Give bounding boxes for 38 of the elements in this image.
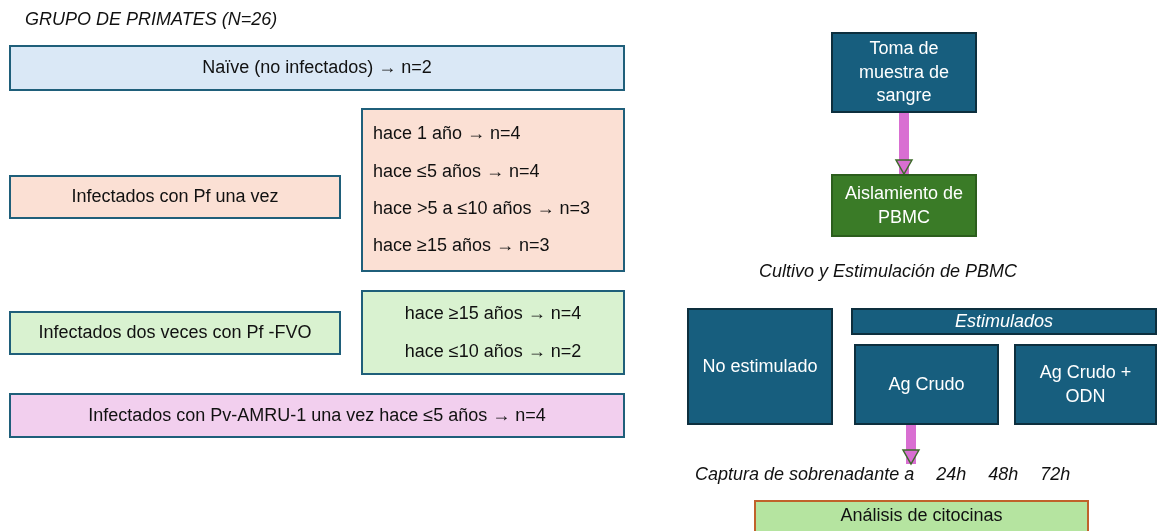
- process-box: [831, 32, 977, 113]
- box-text: hace ≥15 años → n=3: [373, 234, 550, 258]
- box-text: Ag Crudo: [888, 372, 965, 396]
- group-box: [9, 45, 625, 91]
- condition-box: [854, 344, 999, 425]
- process-box: [831, 174, 977, 237]
- box-text: Estimulados: [954, 309, 1053, 333]
- box-text: Análisis de citocinas: [840, 504, 1003, 527]
- step-text: 48h: [988, 464, 1019, 485]
- box-text: hace >5 a ≤10 años → n=3: [373, 197, 591, 220]
- group-box: [9, 175, 341, 219]
- box-text: Aislamiento de PBMC: [843, 182, 965, 229]
- box-text: hace ≥15 años → n=4: [404, 302, 582, 326]
- step-text: 24h: [936, 464, 967, 485]
- box-text: hace 1 año → n=4: [373, 122, 521, 146]
- subgroup-box: [361, 290, 625, 375]
- box-text: Ag Crudo + ODN: [1038, 361, 1133, 408]
- step-text: Captura de sobrenadante a: [695, 464, 915, 485]
- block-arrow: [902, 425, 920, 465]
- header-band: [851, 308, 1157, 335]
- block-arrow: [895, 113, 913, 175]
- box-text: hace ≤10 años → n=2: [404, 339, 582, 363]
- process-box: [754, 500, 1089, 531]
- box-text: Infectados dos veces con Pf -FVO: [38, 321, 312, 345]
- diagram-title: GRUPO DE PRIMATES (N=26): [25, 9, 278, 30]
- box-text: Infectados con Pv-AMRU-1 una vez hace ≤5 años → n=4: [88, 403, 546, 427]
- group-box: [9, 393, 625, 438]
- condition-box: [687, 308, 833, 425]
- subgroup-box: [361, 108, 625, 272]
- step-text: 72h: [1040, 464, 1071, 485]
- section-label: Cultivo y Estimulación de PBMC: [759, 261, 1018, 282]
- box-text: hace ≤5 años → n=4: [373, 159, 540, 183]
- box-text: Infectados con Pf una vez: [71, 185, 279, 209]
- group-box: [9, 311, 341, 355]
- condition-box: [1014, 344, 1157, 425]
- box-text: Naïve (no infectados) → n=2: [202, 56, 432, 80]
- box-text: No estimulado: [702, 354, 818, 378]
- box-text: Toma de muestra de sangre: [857, 37, 950, 108]
